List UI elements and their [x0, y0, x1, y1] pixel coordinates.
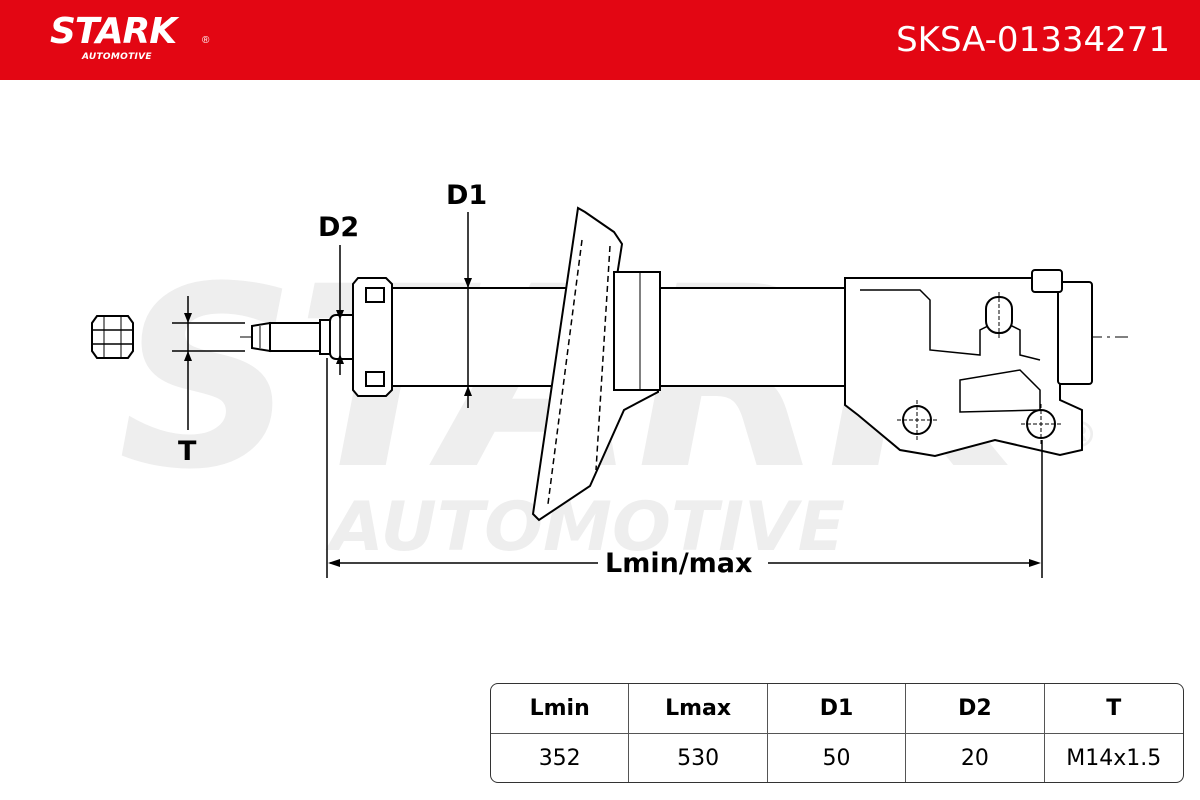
- table-header-cell: T: [1044, 684, 1183, 734]
- top-mount: [352, 277, 393, 397]
- table-header-row: Lmin Lmax D1 D2 T: [491, 684, 1183, 734]
- dimension-d1: [464, 212, 472, 408]
- table-header-cell: Lmin: [491, 684, 630, 734]
- logo-registered-mark: ®: [202, 35, 210, 46]
- table-header-cell: D1: [767, 684, 907, 734]
- sensor-slot: [985, 292, 1013, 338]
- table-cell: 530: [629, 734, 768, 782]
- table-header-cell: Lmax: [629, 684, 768, 734]
- watermark-sub: AUTOMOTIVE: [325, 488, 845, 567]
- table-row: 352 530 50 20 M14x1.5: [491, 734, 1183, 782]
- specification-table: Lmin Lmax D1 D2 T 352 530 50 20 M14x1.5: [490, 683, 1184, 783]
- table-header-cell: D2: [906, 684, 1045, 734]
- logo-brand-text: STARK: [50, 11, 177, 52]
- table-cell: M14x1.5: [1066, 745, 1162, 771]
- dimension-d2: [336, 245, 344, 375]
- table-cell: 50: [768, 734, 907, 782]
- stark-automotive-logo: STARK ® AUTOMOTIVE: [50, 10, 210, 66]
- label-length: Lmin/max: [605, 548, 752, 579]
- label-d2: D2: [318, 212, 359, 243]
- table-cell: 20: [906, 734, 1045, 782]
- part-number: SKSA-01334271: [896, 20, 1170, 60]
- strut-body: [391, 287, 583, 387]
- bolt-hole: [1021, 404, 1061, 444]
- logo-sub-text: AUTOMOTIVE: [82, 52, 152, 62]
- dimension-t: [172, 296, 245, 430]
- label-d1: D1: [446, 180, 487, 211]
- bolt-hole: [897, 400, 937, 440]
- header-bar: STARK ® AUTOMOTIVE SKSA-01334271: [0, 0, 1200, 80]
- knuckle-bracket: [844, 269, 1093, 458]
- label-t: T: [178, 436, 197, 467]
- shock-absorber-technical-drawing: STARK AUTOMOTIVE ®: [91, 180, 1128, 579]
- lower-tube: [659, 287, 846, 387]
- dimension-length: [326, 358, 1043, 578]
- nut: [91, 315, 134, 359]
- spring-seat: [531, 206, 661, 522]
- table-cell: 352: [491, 734, 630, 782]
